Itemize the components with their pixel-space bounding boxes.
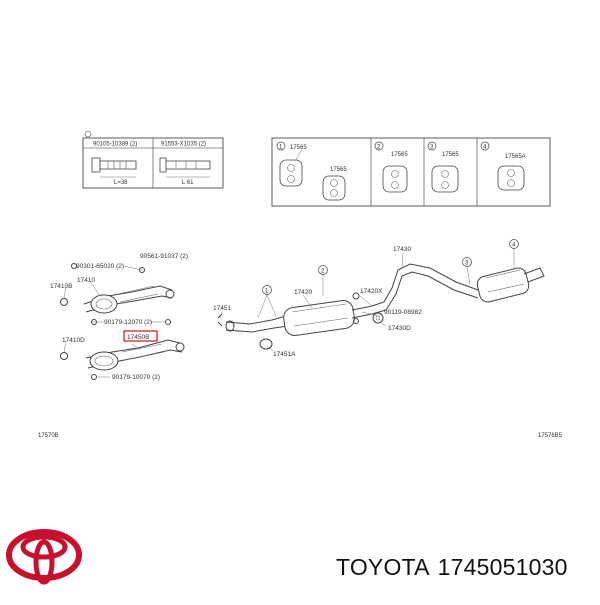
hanger-marker-2: 2 [377, 145, 381, 151]
callout-gasket-left: 17410B [50, 283, 72, 290]
bolt-label-1: 90105-10389 (2) [93, 142, 137, 148]
hanger-label-1a: 17565 [290, 145, 307, 151]
marker-3: 3 [465, 261, 469, 267]
bolt-label-2: 91553-X1035 (2) [161, 142, 206, 148]
callout-gasket-center: 17451A [273, 351, 296, 358]
exhaust-assembly: 1 2 3 4 [38, 239, 563, 439]
ref-label-right: 17576B5 [538, 433, 563, 439]
marker-4: 4 [512, 243, 516, 249]
hanger-label-1b: 17565 [330, 167, 347, 173]
front-pipe-catalyst [83, 285, 175, 314]
part-caption: TOYOTA 1745051030 [336, 554, 586, 581]
callout-center-pipe: 17420 [294, 289, 312, 296]
hanger-marker-4: 4 [483, 145, 487, 151]
callout-center-gasket: 17451 [213, 305, 231, 312]
hanger-label-4: 17565A [505, 154, 526, 160]
hanger-markers: 1 2 3 4 [257, 239, 519, 319]
marker-2: 2 [321, 269, 325, 275]
callout-bolt-lower: 90179-10070 (2) [112, 374, 160, 381]
rubber-hanger-icon [322, 175, 346, 201]
callout-bolt-front: 90179-12070 (2) [104, 319, 152, 326]
callout-gasket-lower: 17410D [62, 337, 85, 344]
flange-bolt-icon [91, 157, 137, 178]
rubber-hanger-icon [279, 159, 303, 187]
rubber-hanger-icon [382, 165, 408, 193]
marker-1: 1 [265, 289, 269, 295]
callout-front-pipe: 17410 [77, 277, 95, 284]
toyota-logo [6, 529, 82, 585]
fastener-detail-panel: 90105-10389 (2) 91553-X1035 (2) L=38 L 6… [82, 130, 224, 189]
ref-label-left: 17570B [38, 433, 59, 439]
hanger-label-3: 17565 [442, 152, 459, 158]
rubber-hanger-icon [431, 165, 459, 193]
part-number: 1745051030 [437, 554, 568, 580]
callout-clamp: 17420X [360, 288, 383, 295]
catalytic-converter-pipe [85, 339, 185, 371]
callout-nut-front: 90561-91037 (2) [140, 253, 188, 260]
callout-gasket-front: 90301-65020 (2) [76, 263, 124, 270]
callout-bolt-rear: 90119-08982 [384, 309, 422, 316]
callout-cat-pipe-highlight: 17450B [127, 334, 149, 341]
hanger-panels: 1 17565 17565 2 17565 3 17565 [271, 137, 551, 207]
stud-bolt-icon [159, 157, 211, 178]
hanger-label-2: 17565 [391, 152, 408, 158]
leader-lines [63, 252, 404, 378]
callout-gasket-rear: 17430D [388, 325, 411, 332]
tailpipe-muffler [371, 263, 545, 324]
rubber-hanger-icon [497, 165, 525, 191]
highlighted-part-callout: 17450B [123, 330, 158, 342]
hanger-marker-1: 1 [279, 145, 283, 151]
brand-name: TOYOTA [336, 554, 430, 580]
center-pipe-resonator [225, 300, 373, 350]
callout-tail-pipe: 17430 [393, 246, 411, 253]
bolt-dim-1: L=38 [114, 180, 128, 186]
hanger-marker-3: 3 [430, 145, 434, 151]
bolt-dim-2: L 61 [182, 180, 194, 186]
